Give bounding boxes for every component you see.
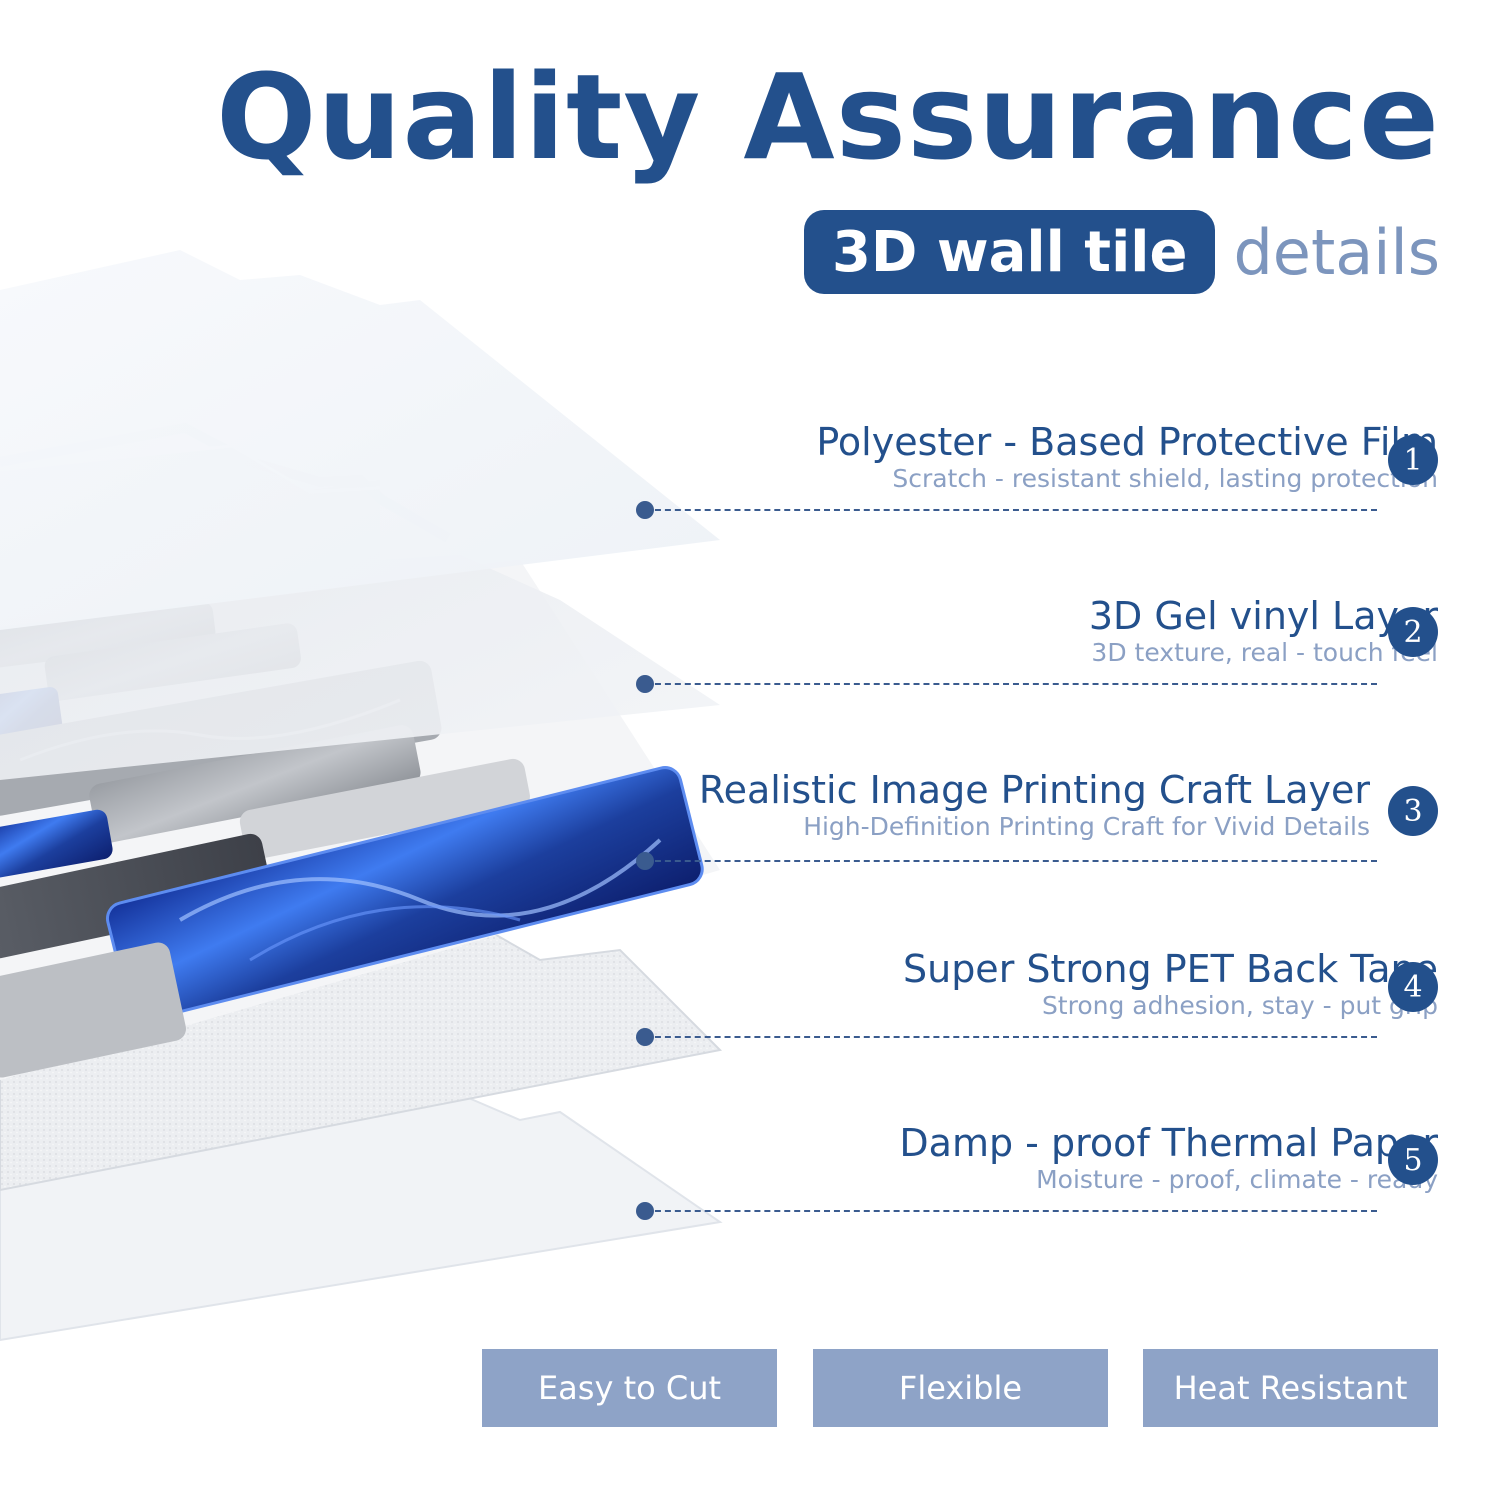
layer-5-leader-line xyxy=(645,1210,1377,1212)
feature-heat-resistant: Heat Resistant xyxy=(1143,1349,1438,1427)
layer-3-leader-line xyxy=(645,860,1377,862)
layer-3-number-badge: 3 xyxy=(1388,786,1438,836)
protective-film-layer xyxy=(0,250,720,630)
layer-2: 3D Gel vinyl Layer 3D texture, real - to… xyxy=(1089,594,1438,668)
layer-1-number-badge: 1 xyxy=(1388,435,1438,485)
layer-1-title: Polyester - Based Protective Film xyxy=(816,420,1438,464)
layer-3-description: High-Definition Printing Craft for Vivid… xyxy=(803,812,1370,841)
product-badge: 3D wall tile xyxy=(803,210,1216,294)
layer-2-number-badge: 2 xyxy=(1388,607,1438,657)
layer-1-description: Scratch - resistant shield, lasting prot… xyxy=(892,464,1438,493)
layer-1-leader-line xyxy=(645,509,1377,511)
layer-2-description: 3D texture, real - touch feel xyxy=(1091,638,1438,667)
feature-easy-to-cut: Easy to Cut xyxy=(482,1349,777,1427)
layer-5: Damp - proof Thermal Paper Moisture - pr… xyxy=(899,1121,1438,1195)
layer-3: Realistic Image Printing Craft Layer Hig… xyxy=(699,768,1370,842)
layer-4-leader-line xyxy=(645,1036,1377,1038)
layer-3-title: Realistic Image Printing Craft Layer xyxy=(698,768,1370,812)
layer-4: Super Strong PET Back Tape Strong adhesi… xyxy=(903,947,1438,1021)
layer-4-description: Strong adhesion, stay - put grip xyxy=(1041,991,1438,1020)
layer-4-number-badge: 4 xyxy=(1388,962,1438,1012)
layer-5-title: Damp - proof Thermal Paper xyxy=(899,1121,1438,1165)
feature-flexible: Flexible xyxy=(813,1349,1108,1427)
subtitle: 3D wall tile details xyxy=(803,210,1440,294)
page-title: Quality Assurance xyxy=(216,48,1440,186)
layer-5-number-badge: 5 xyxy=(1388,1135,1438,1185)
layer-2-title: 3D Gel vinyl Layer xyxy=(1088,594,1438,638)
layer-5-description: Moisture - proof, climate - ready xyxy=(1036,1165,1438,1194)
layer-1: Polyester - Based Protective Film Scratc… xyxy=(816,420,1438,494)
badge-suffix: details xyxy=(1233,215,1440,289)
layer-2-leader-line xyxy=(645,683,1377,685)
layer-4-title: Super Strong PET Back Tape xyxy=(902,947,1438,991)
